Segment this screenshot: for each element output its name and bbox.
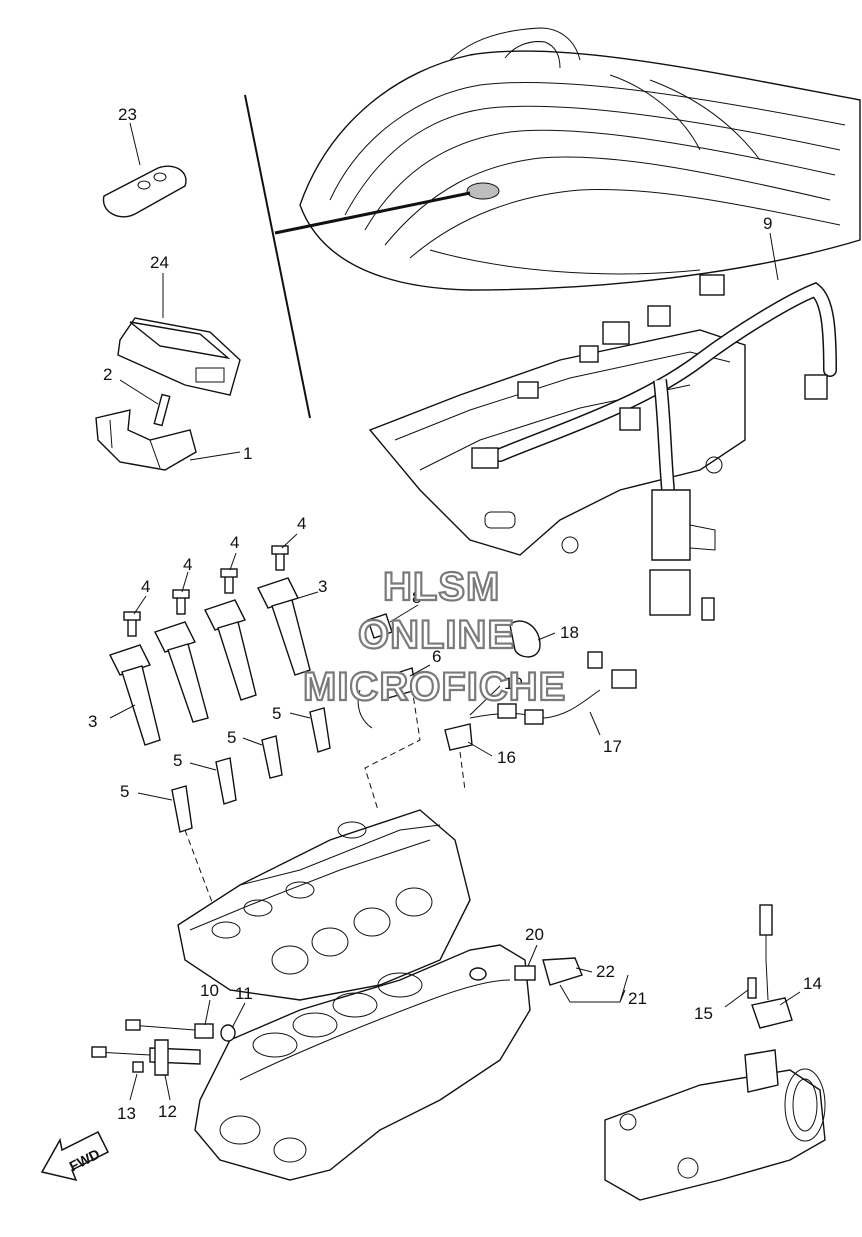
block-sensors-left (91, 999, 246, 1101)
callout-22: 22 (596, 962, 615, 981)
fwd-direction-arrow: FWD (40, 1130, 110, 1182)
callout-4-d: 4 (141, 577, 150, 596)
callout-24: 24 (150, 253, 169, 272)
cylinder-head-block (177, 809, 531, 1181)
callout-labels: 23 24 2 1 9 4 4 4 4 3 3 5 5 5 5 8 6 18 1… (88, 105, 822, 1123)
callout-15: 15 (694, 1004, 713, 1023)
callout-18: 18 (560, 623, 579, 642)
watermark-line-2: ONLINE (358, 613, 515, 657)
callout-10: 10 (200, 981, 219, 1000)
callout-12: 12 (158, 1102, 177, 1121)
callout-23: 23 (118, 105, 137, 124)
engine-top-harness (368, 232, 837, 621)
callout-13: 13 (117, 1104, 136, 1123)
remote-fob-part-23 (102, 122, 187, 218)
watermark-line-3: MICROFICHE (303, 665, 566, 709)
ignition-coils-part-3 (109, 577, 319, 746)
callout-5-c: 5 (173, 751, 182, 770)
block-sensors-right (469, 944, 629, 1003)
divider-line (244, 94, 311, 419)
callout-6: 6 (432, 647, 441, 666)
bolts-part-4 (123, 533, 298, 637)
callout-2: 2 (103, 365, 112, 384)
callout-17: 17 (603, 737, 622, 756)
sensor-group (357, 604, 637, 811)
callout-1: 1 (243, 444, 252, 463)
callout-5-d: 5 (120, 782, 129, 801)
callout-16: 16 (497, 748, 516, 767)
callout-5-b: 5 (227, 728, 236, 747)
callout-3-b: 3 (88, 712, 97, 731)
control-unit-part-24 (117, 273, 241, 396)
spark-plugs-part-5 (137, 707, 331, 911)
pin-part-2 (119, 379, 171, 427)
callout-20: 20 (525, 925, 544, 944)
throttle-body-part-14 (604, 904, 826, 1201)
watermark-line-1: HLSM (383, 565, 500, 609)
watermark: HLSM ONLINE MICROFICHE (302, 564, 567, 710)
callout-14: 14 (803, 974, 822, 993)
callout-21: 21 (628, 989, 647, 1008)
callout-4-a: 4 (297, 514, 306, 533)
bracket-part-1 (95, 409, 241, 471)
callout-4-c: 4 (183, 555, 192, 574)
hull-illustration (274, 27, 861, 291)
callout-9: 9 (763, 214, 772, 233)
callout-5-a: 5 (272, 704, 281, 723)
callout-4-b: 4 (230, 533, 239, 552)
callout-11: 11 (235, 984, 253, 1003)
callout-19: 19 (504, 674, 523, 693)
callout-3-a: 3 (318, 577, 327, 596)
callout-8: 8 (412, 588, 421, 607)
